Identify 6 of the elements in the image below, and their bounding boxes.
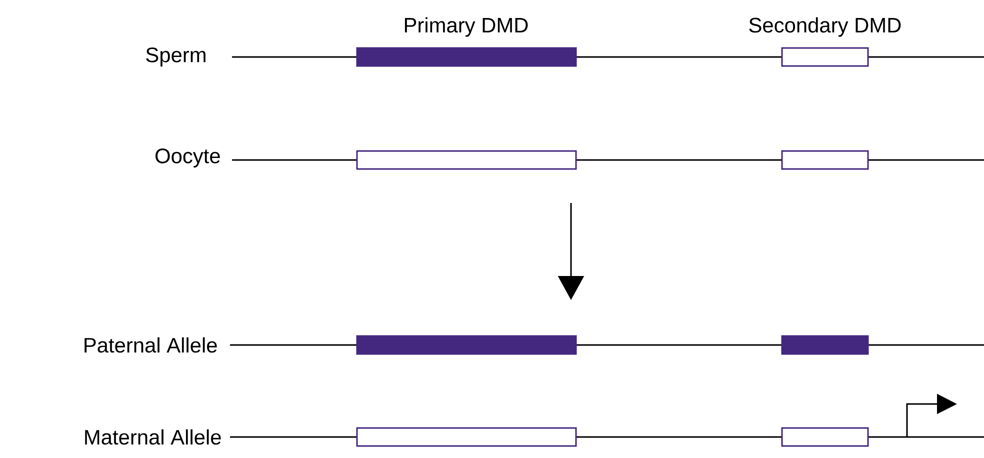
row-label: Oocyte (156, 148, 220, 168)
row-label: Primary DMD (404, 17, 528, 37)
row-label: Maternal Allele (85, 429, 221, 445)
row-label: Secondary DMD (749, 17, 901, 37)
row-label: Paternal Allele (84, 337, 217, 353)
row-label: Sperm (146, 48, 206, 66)
